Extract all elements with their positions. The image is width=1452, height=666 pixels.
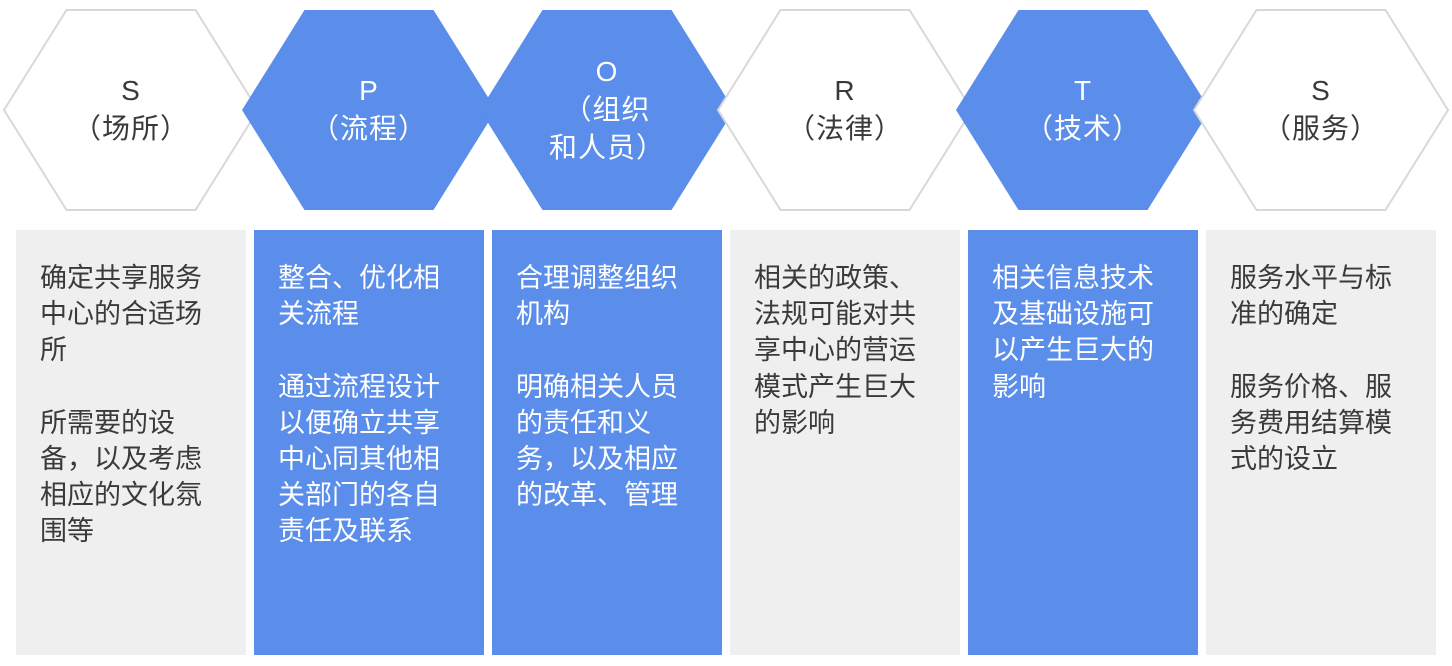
hexagon-label-o-organization: O （组织 和人员） — [548, 56, 665, 163]
body-p-process: 整合、优化相关流程 通过流程设计以便确立共享中心同其他相关部门的各自责任及联系 — [254, 230, 484, 655]
body-s-service: 服务水平与标准的确定 服务价格、服务费用结算模式的设立 — [1206, 230, 1436, 655]
hexagon-shape — [242, 10, 496, 210]
column-s-place: S （场所） 确定共享服务中心的合适场所 所需要的设备，以及考虑相应的文化氛围等 — [2, 8, 260, 655]
body-o-organization: 合理调整组织机构 明确相关人员的责任和义务，以及相应的改革、管理 — [492, 230, 722, 655]
hexagon-label-t-tech: T （技术） — [1024, 75, 1141, 144]
body-s-place: 确定共享服务中心的合适场所 所需要的设备，以及考虑相应的文化氛围等 — [16, 230, 246, 655]
hexagon-s-service: S （服务） — [1192, 8, 1450, 212]
column-o-organization: O （组织 和人员） 合理调整组织机构 明确相关人员的责任和义务，以及相应的改革… — [480, 8, 734, 655]
column-p-process: P （流程） 整合、优化相关流程 通过流程设计以便确立共享中心同其他相关部门的各… — [242, 8, 496, 655]
hexagon-shape — [480, 10, 734, 210]
body-t-tech: 相关信息技术及基础设施可以产生巨大的影响 — [968, 230, 1198, 655]
hexagon-s-place: S （场所） — [2, 8, 260, 212]
column-t-tech: T （技术） 相关信息技术及基础设施可以产生巨大的影响 — [956, 8, 1210, 655]
column-s-service: S （服务） 服务水平与标准的确定 服务价格、服务费用结算模式的设立 — [1192, 8, 1450, 655]
hexagon-p-process: P （流程） — [242, 8, 496, 212]
hexagon-shape — [1192, 9, 1450, 211]
column-r-law: R （法律） 相关的政策、法规可能对共享中心的营运模式产生巨大的影响 — [716, 8, 974, 655]
hexagon-shape — [956, 10, 1210, 210]
hexagon-label-s-place: S （场所） — [72, 75, 189, 144]
hexagon-label-s-service: S （服务） — [1262, 75, 1379, 144]
hexagon-o-organization: O （组织 和人员） — [480, 8, 734, 212]
hexagon-t-tech: T （技术） — [956, 8, 1210, 212]
hexagon-label-p-process: P （流程） — [310, 75, 427, 144]
body-r-law: 相关的政策、法规可能对共享中心的营运模式产生巨大的影响 — [730, 230, 960, 655]
hexagon-label-r-law: R （法律） — [786, 75, 903, 144]
hexagon-r-law: R （法律） — [716, 8, 974, 212]
